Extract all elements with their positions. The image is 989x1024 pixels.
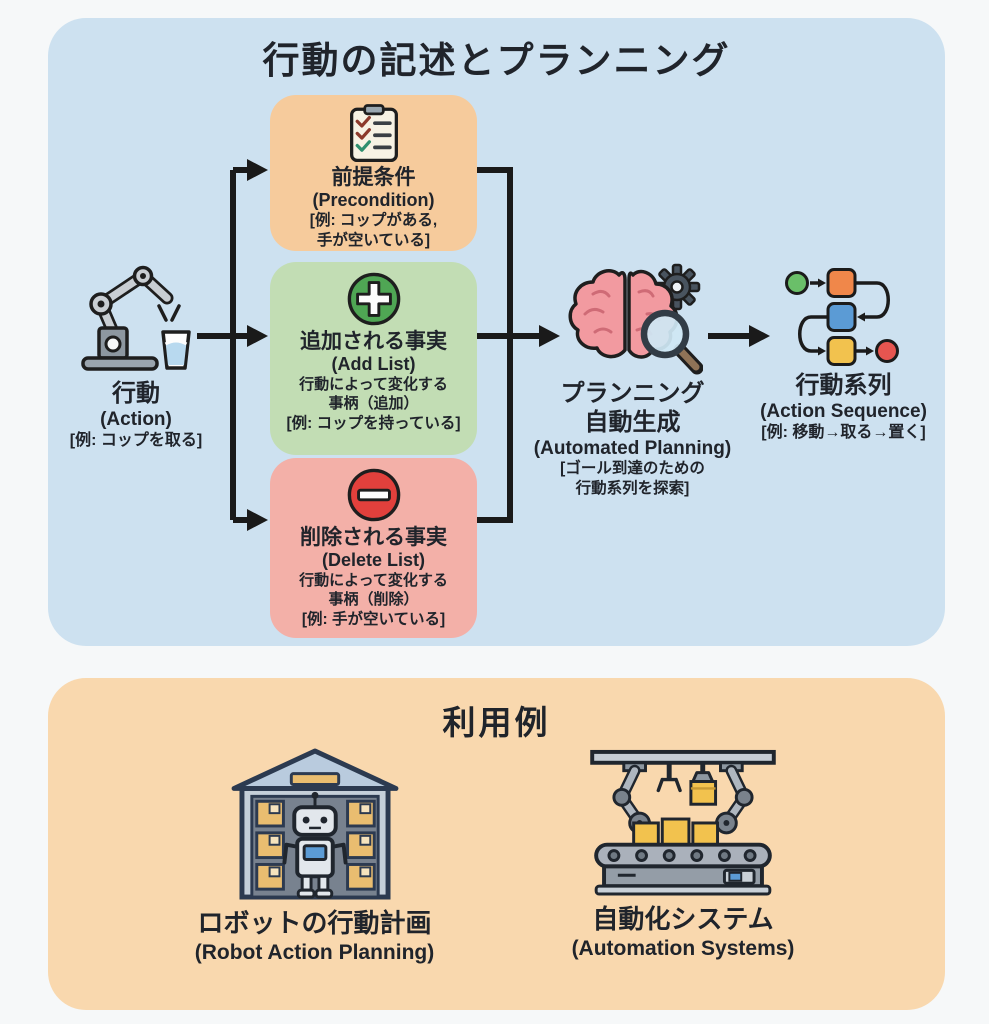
usage-automation-system: 自動化システム (Automation Systems) bbox=[538, 746, 828, 961]
action-node: 行動 (Action) [例: コップを取る] bbox=[56, 264, 216, 451]
planning-panel bbox=[48, 18, 945, 646]
robot-arm-cup-icon bbox=[81, 265, 191, 371]
precondition-example-line1: [例: コップがある, bbox=[309, 211, 438, 229]
robot-planning-title: ロボットの行動計画 bbox=[197, 908, 432, 938]
planning-subtitle: (Automated Planning) bbox=[533, 437, 732, 459]
delete-list-subtitle: (Delete List) bbox=[321, 550, 426, 571]
sequence-subtitle: (Action Sequence) bbox=[760, 400, 927, 422]
automation-subtitle: (Automation Systems) bbox=[571, 937, 795, 961]
precondition-example-line2: 手が空いている] bbox=[316, 231, 431, 249]
factory-automation-icon bbox=[590, 749, 776, 896]
delete-list-example: [例: 手が空いている] bbox=[301, 610, 446, 628]
robot-planning-subtitle: (Robot Action Planning) bbox=[194, 941, 435, 965]
usage-panel bbox=[48, 678, 945, 1010]
checklist-clipboard-icon bbox=[349, 104, 398, 163]
sequence-node: 行動系列 (Action Sequence) [例: 移動→取る→置く] bbox=[756, 266, 931, 443]
action-subtitle: (Action) bbox=[100, 408, 172, 430]
add-list-subtitle: (Add List) bbox=[331, 354, 416, 375]
planning-example-line2: 行動系列を探索] bbox=[575, 479, 690, 497]
plus-circle-icon bbox=[347, 272, 400, 326]
add-list-desc-line2: 事柄（追加） bbox=[328, 395, 419, 413]
precondition-title: 前提条件 bbox=[331, 165, 416, 189]
flowchart-sequence-icon bbox=[784, 268, 899, 366]
delete-list-desc-line2: 事柄（削除） bbox=[328, 591, 419, 609]
usage-robot-planning: ロボットの行動計画 (Robot Action Planning) bbox=[182, 748, 447, 965]
delete-list-title: 削除される事実 bbox=[300, 526, 447, 549]
precondition-box: 前提条件 (Precondition) [例: コップがある, 手が空いている] bbox=[270, 95, 477, 251]
magnifier-icon bbox=[640, 309, 703, 375]
add-list-box: 追加される事実 (Add List) 行動によって変化する 事柄（追加） [例:… bbox=[270, 262, 477, 455]
action-example: [例: コップを取る] bbox=[69, 431, 203, 449]
add-list-example: [例: コップを持っている] bbox=[286, 414, 461, 432]
delete-list-desc-line1: 行動によって変化する bbox=[299, 571, 448, 589]
precondition-subtitle: (Precondition) bbox=[312, 190, 435, 211]
page-title: 行動の記述とプランニング bbox=[262, 40, 731, 81]
planning-title-line2: 自動生成 bbox=[584, 408, 681, 436]
usage-title: 利用例 bbox=[442, 704, 551, 741]
automation-title: 自動化システム bbox=[592, 904, 774, 934]
add-list-desc-line1: 行動によって変化する bbox=[299, 375, 448, 393]
planning-example-line1: [ゴール到達のための bbox=[560, 460, 705, 478]
planning-node: プランニング 自動生成 (Automated Planning) [ゴール到達の… bbox=[525, 262, 740, 498]
brain-gear-magnifier-icon bbox=[568, 263, 703, 375]
planning-title-line1: プランニング bbox=[560, 380, 705, 407]
action-title: 行動 bbox=[112, 380, 160, 407]
delete-list-box: 削除される事実 (Delete List) 行動によって変化する 事柄（削除） … bbox=[270, 458, 477, 638]
add-list-title: 追加される事実 bbox=[300, 330, 447, 353]
sequence-example: [例: 移動→取る→置く] bbox=[761, 423, 926, 441]
sequence-title: 行動系列 bbox=[795, 372, 892, 399]
minus-circle-icon bbox=[347, 468, 400, 522]
warehouse-robot-icon bbox=[231, 748, 398, 900]
